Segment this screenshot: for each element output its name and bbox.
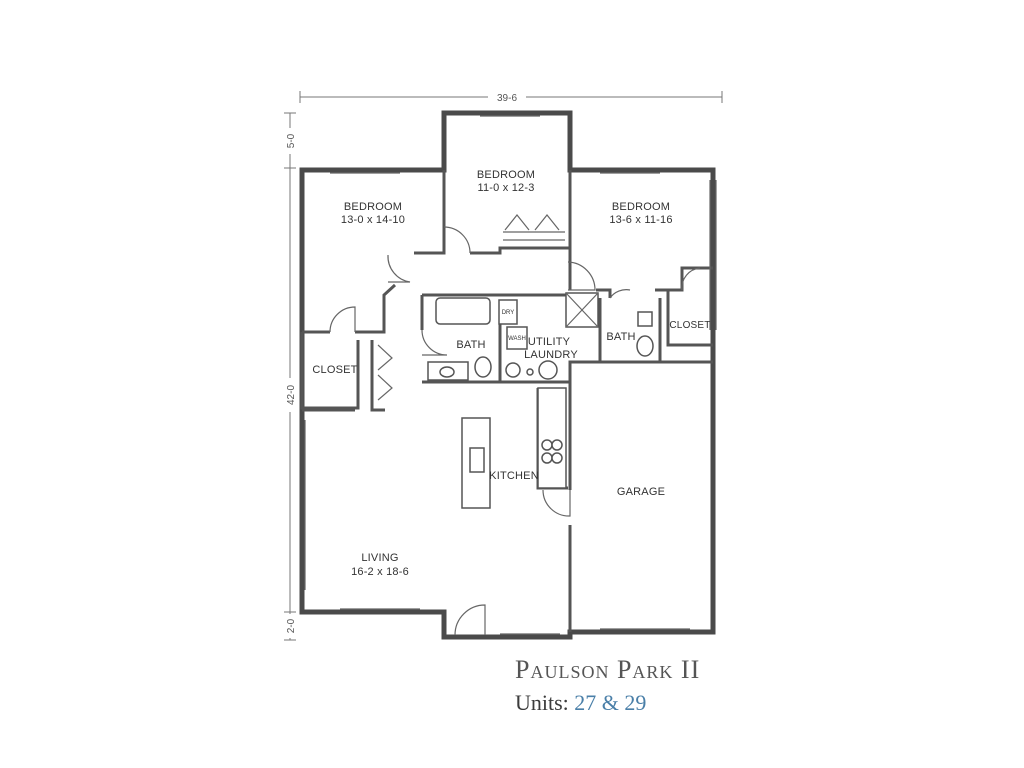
bedroom-center-size: 11-0 x 12-3 xyxy=(477,182,534,194)
bedroom-center-name: BEDROOM xyxy=(477,169,535,181)
bedroom-right-size: 13-6 x 11-16 xyxy=(609,214,672,226)
dryer-label: DRY xyxy=(502,310,515,316)
property-title: Paulson Park II xyxy=(515,655,700,685)
sink-right xyxy=(637,311,653,327)
exterior-wall xyxy=(299,110,716,640)
interior-walls xyxy=(300,170,713,632)
tub-left xyxy=(435,297,491,325)
closet-right-label: CLOSET xyxy=(669,320,710,331)
toilet-left xyxy=(474,356,492,378)
laundry-label: LAUNDRY xyxy=(524,349,578,361)
overall-width-label: 39-6 xyxy=(497,93,517,104)
bedroom-right-name: BEDROOM xyxy=(612,201,670,213)
overall-depth-label: 42-0 xyxy=(286,385,297,405)
closet-left-label: CLOSET xyxy=(312,364,357,376)
bedroom-left-size: 13-0 x 14-10 xyxy=(341,214,405,226)
door-swings xyxy=(329,214,701,636)
bath-left-label: BATH xyxy=(456,339,485,351)
fixtures xyxy=(427,292,654,509)
bath-right-label: BATH xyxy=(606,331,635,343)
property-title-text: Paulson Park II xyxy=(515,655,701,684)
units-value: 27 & 29 xyxy=(574,690,647,715)
toilet-right xyxy=(636,335,654,357)
water-heater xyxy=(538,360,558,380)
kitchen-label: KITCHEN xyxy=(489,470,539,482)
living-size: 16-2 x 18-6 xyxy=(351,566,409,578)
units-line: Units: 27 & 29 xyxy=(515,690,646,716)
top-offset-label: 5-0 xyxy=(286,133,297,148)
kitchen-counter xyxy=(537,387,567,489)
units-label: Units: xyxy=(515,690,569,715)
living-name: LIVING xyxy=(361,552,398,564)
washer-label: WASH xyxy=(508,336,526,342)
garage-label: GARAGE xyxy=(617,486,665,498)
windows xyxy=(304,115,717,635)
washer xyxy=(506,326,528,350)
utility-label: UTILITY xyxy=(528,336,571,348)
dryer xyxy=(498,299,518,325)
bottom-offset-label: 2-0 xyxy=(286,618,297,633)
bedroom-left-name: BEDROOM xyxy=(344,201,402,213)
